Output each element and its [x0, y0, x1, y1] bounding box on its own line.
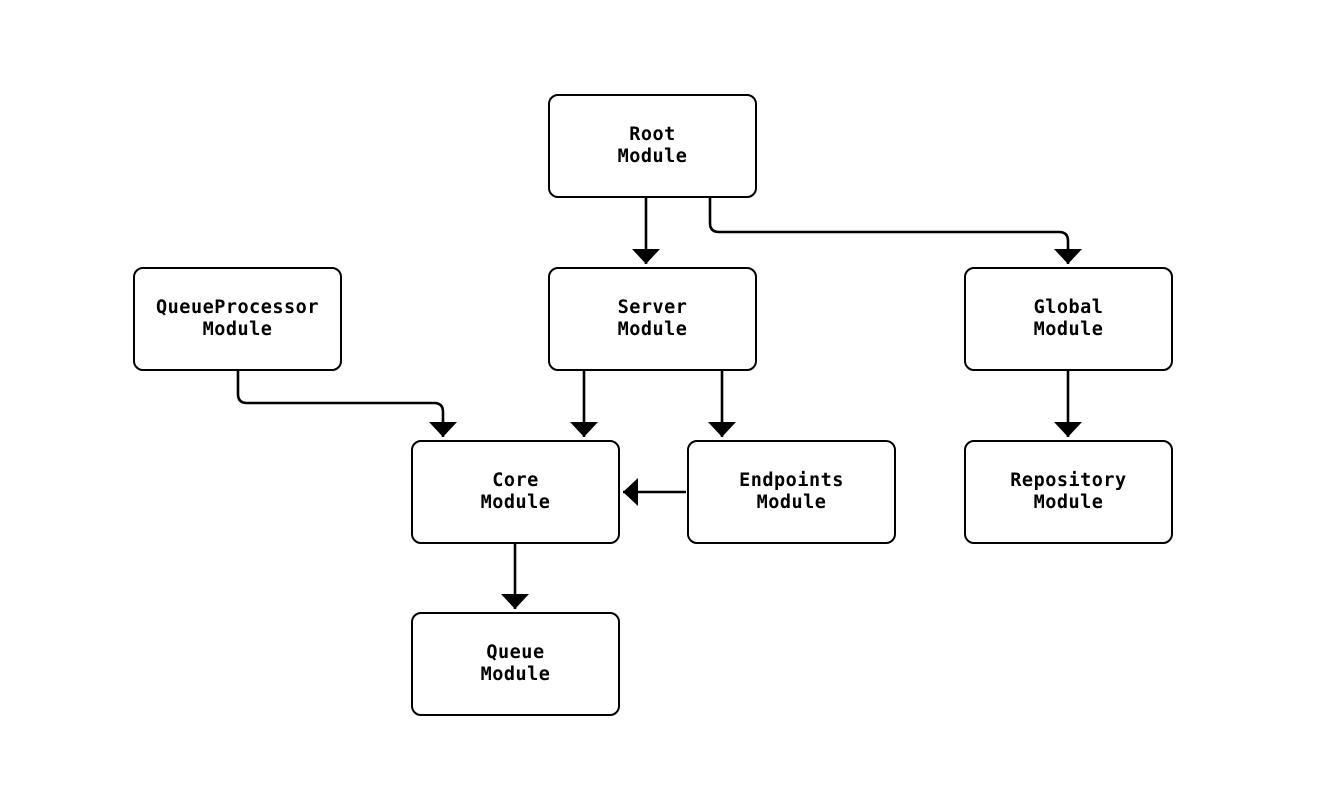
edge-queueprocessor-to-core	[236, 371, 457, 437]
node-core-module-label: Core Module	[480, 470, 551, 513]
node-queueprocessor-module-label: QueueProcessor Module	[156, 297, 319, 340]
node-server-module-label: Server Module	[617, 297, 688, 340]
node-global-module-label: Global Module	[1033, 297, 1104, 340]
edge-root-to-global	[708, 198, 1082, 264]
node-queueprocessor-module: QueueProcessor Module	[133, 267, 342, 371]
node-root-module-label: Root Module	[617, 124, 688, 167]
node-core-module: Core Module	[411, 440, 620, 544]
node-endpoints-module: Endpoints Module	[687, 440, 896, 544]
node-global-module: Global Module	[964, 267, 1173, 371]
node-repository-module: Repository Module	[964, 440, 1173, 544]
node-repository-module-label: Repository Module	[1010, 470, 1127, 513]
node-root-module: Root Module	[548, 94, 757, 198]
node-endpoints-module-label: Endpoints Module	[739, 470, 844, 513]
node-queue-module: Queue Module	[411, 612, 620, 716]
node-queue-module-label: Queue Module	[480, 642, 551, 685]
node-server-module: Server Module	[548, 267, 757, 371]
